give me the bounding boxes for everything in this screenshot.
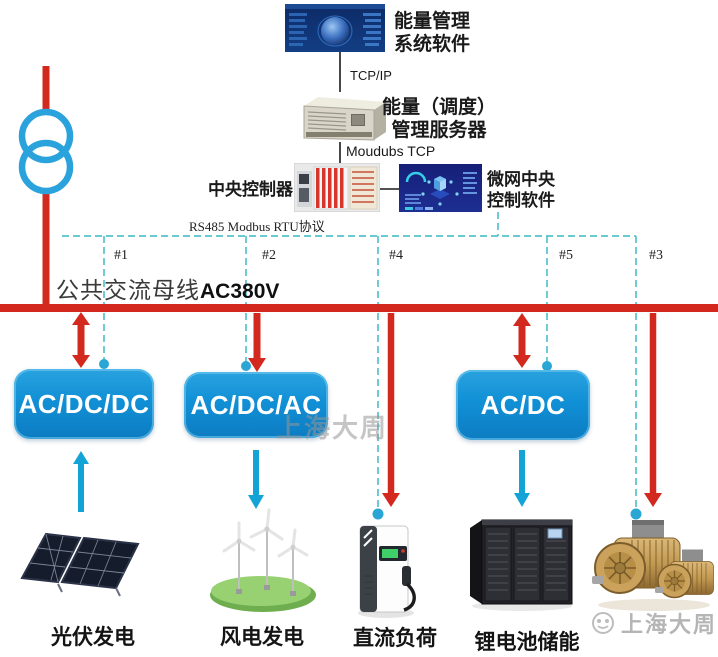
wind-label: 风电发电 (220, 626, 304, 649)
watermark-bottom-right: 上海大周 (590, 607, 717, 639)
server-label: 能量（调度） 管理服务器 (382, 97, 497, 142)
ems-software-label: 能量管理 系统软件 (394, 11, 471, 56)
motors-image (592, 510, 718, 614)
converter-acdc-label: AC/DC (480, 389, 566, 420)
tcp-ip-label: TCP/IP (350, 68, 392, 83)
transformer-symbol (18, 108, 74, 195)
tap-label-5: #5 (559, 248, 573, 263)
tap-label-1: #1 (114, 248, 128, 263)
watermark-bottom-right-text: 上海大周 (621, 612, 718, 637)
ev-charger-image (352, 520, 424, 620)
ac-bus-label: 公共交流母线 AC380V (56, 271, 279, 305)
modbus-tcp-label: Moudubs TCP (346, 143, 436, 159)
power-arrows-red (72, 312, 662, 507)
battery-cabinet-image (466, 514, 580, 612)
rs485-protocol-label: RS485 Modbus RTU协议 (189, 219, 325, 234)
mgcc-software-label: 微网中央 控制软件 (487, 170, 555, 210)
ac-bus-line (0, 304, 718, 312)
converter-acdcac: AC/DC/AC (184, 372, 328, 438)
ac-bus-voltage: AC380V (200, 280, 280, 303)
converter-acdcac-label: AC/DC/AC (190, 389, 322, 420)
watermark-center: 上海大周 (276, 413, 389, 443)
rs485-dashed-network (62, 212, 637, 510)
battery-storage-label: 锂电池储能 (474, 631, 580, 654)
converter-acdc: AC/DC (456, 370, 590, 440)
rs485-node-dots (99, 359, 642, 520)
server-image (294, 92, 390, 142)
ac-bus-name: 公共交流母线 (56, 278, 200, 303)
tap-label-3: #3 (649, 248, 663, 263)
comms-lines (339, 52, 400, 190)
mgcc-software-image (399, 164, 482, 212)
dc-load-label: 直流负荷 (353, 627, 437, 650)
wind-turbines-image (203, 503, 321, 615)
brand-logo-icon (592, 612, 614, 634)
central-controller-image (294, 163, 380, 212)
tap-label-2: #2 (262, 248, 276, 263)
pv-label: 光伏发电 (51, 626, 135, 649)
solar-panels-image (18, 526, 148, 600)
power-arrows-cyan (73, 450, 530, 512)
converter-acdcdc-label: AC/DC/DC (18, 388, 150, 419)
tap-label-4: #4 (389, 248, 403, 263)
converter-acdcdc: AC/DC/DC (14, 369, 154, 439)
central-controller-label: 中央控制器 (208, 180, 293, 199)
ems-dashboard-image (285, 4, 385, 52)
